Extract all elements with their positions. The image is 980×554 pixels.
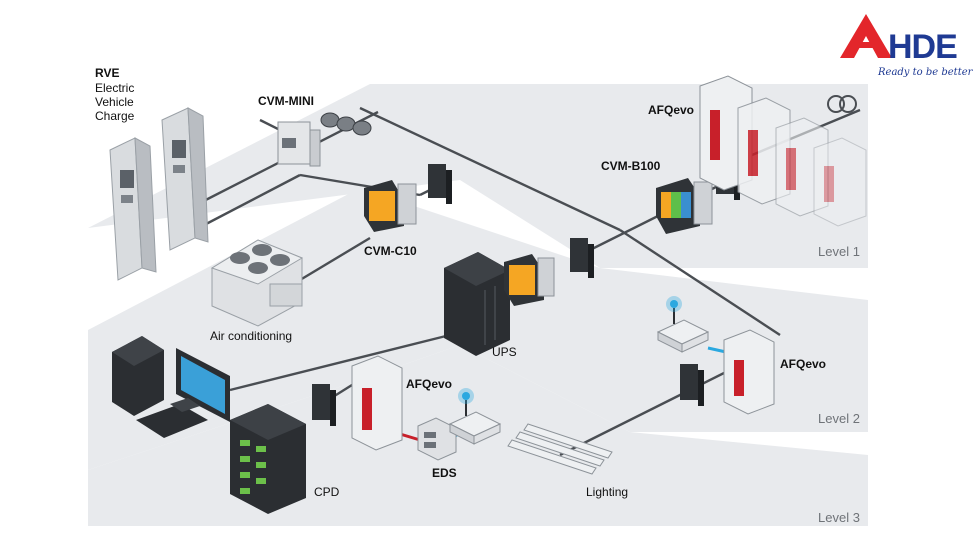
ev-charger-2	[161, 107, 209, 251]
air-conditioning-unit	[210, 239, 304, 327]
logo-brand-text: HDE	[888, 28, 957, 66]
rve-line-3: Charge	[95, 109, 135, 123]
ups-label: UPS	[492, 345, 517, 359]
lighting-label: Lighting	[586, 485, 628, 499]
cvm-c10-label: CVM-C10	[364, 244, 417, 258]
ups-cabinet	[444, 252, 510, 356]
afqevo-cabinet-mid	[351, 355, 403, 451]
afqevo-top-label: AFQevo	[648, 103, 694, 117]
modem-5	[680, 364, 704, 406]
logo-a-shape	[840, 14, 892, 58]
air-conditioning-label: Air conditioning	[210, 329, 292, 343]
afqevo-cabinet-row	[699, 75, 867, 227]
modem-4	[312, 384, 336, 426]
wireless-router-right	[656, 296, 710, 353]
cvm-b100-device	[656, 178, 713, 234]
rve-title: RVE	[95, 66, 119, 80]
level-1-label: Level 1	[818, 244, 860, 259]
logo-tagline: Ready to be better	[877, 67, 974, 78]
eds-label: EDS	[432, 466, 457, 480]
cvm-b100-label: CVM-B100	[601, 159, 661, 173]
computer-workstation	[112, 336, 230, 438]
rve-line-1: Electric	[95, 81, 134, 95]
cvm-mini-device	[277, 121, 321, 167]
lighting-tubes	[507, 423, 613, 475]
ahde-logo[interactable]: HDE Ready to be better	[840, 14, 974, 78]
cvm-mini-label: CVM-MINI	[258, 94, 314, 108]
cpd-label: CPD	[314, 485, 340, 499]
cvm-c10-device	[364, 180, 417, 232]
modem-2	[570, 238, 594, 278]
afqevo-cabinet-right	[723, 329, 775, 415]
eds-device	[417, 417, 457, 461]
ups-meter	[504, 254, 555, 306]
modem-1	[428, 164, 452, 204]
wireless-router-mid	[448, 388, 502, 445]
cpd-server-rack	[230, 404, 306, 514]
afqevo-mid-label: AFQevo	[406, 377, 452, 391]
logo-a-bar	[856, 42, 880, 48]
afqevo-right-label: AFQevo	[780, 357, 826, 371]
current-transformers	[320, 112, 372, 136]
level-3-label: Level 3	[818, 510, 860, 525]
level-2-label: Level 2	[818, 411, 860, 426]
ev-charger-1	[109, 137, 157, 281]
rve-label: RVE Electric Vehicle Charge	[95, 66, 135, 123]
rve-line-2: Vehicle	[95, 95, 134, 109]
